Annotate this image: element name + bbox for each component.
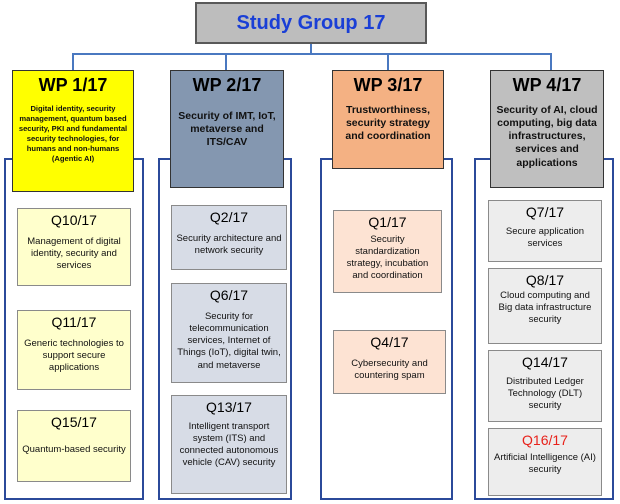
question-desc: Quantum-based security (22, 444, 126, 455)
wp2-title: WP 2/17 (192, 75, 262, 95)
wp4-box: WP 4/17 Security of AI, cloud computing,… (490, 70, 604, 188)
question-title: Q8/17 (525, 272, 565, 288)
wp3-connector (387, 53, 389, 70)
question-box-q14: Q14/17 Distributed Ledger Technology (DL… (488, 350, 602, 422)
question-box-q11: Q11/17 Generic technologies to support s… (17, 310, 131, 390)
study-group-title: Study Group 17 (195, 2, 427, 44)
question-desc: Security for telecommunication services,… (177, 311, 281, 371)
question-title: Q11/17 (51, 314, 97, 330)
question-desc: Management of digital identity, security… (27, 236, 121, 272)
question-box-q2: Q2/17 Security architecture and network … (171, 205, 287, 270)
wp2-box: WP 2/17 Security of IMT, IoT, metaverse … (170, 70, 284, 188)
question-box-q6: Q6/17 Security for telecommunication ser… (171, 283, 287, 383)
question-title: Q14/17 (522, 354, 568, 370)
question-title: Q4/17 (370, 334, 409, 350)
wp1-box: WP 1/17 Digital identity, security manag… (12, 70, 134, 192)
question-desc: Generic technologies to support secure a… (24, 338, 124, 374)
question-title: Q1/17 (368, 214, 407, 230)
question-desc: Secure application services (505, 226, 585, 250)
question-box-q7: Q7/17 Secure application services (488, 200, 602, 262)
wp4-desc: Security of AI, cloud computing, big dat… (496, 104, 598, 169)
wp2-connector (225, 53, 227, 70)
study-group-label: Study Group 17 (236, 11, 386, 34)
question-title: Q10/17 (51, 212, 97, 228)
question-title: Q13/17 (206, 399, 252, 415)
wp-connector-bar (72, 53, 550, 55)
question-box-q1: Q1/17 Security standardization strategy,… (333, 210, 442, 293)
question-desc: Cloud computing and Big data infrastruct… (498, 290, 592, 326)
question-box-q15: Q15/17 Quantum-based security (17, 410, 131, 482)
question-box-q10: Q10/17 Management of digital identity, s… (17, 208, 131, 286)
wp1-connector (72, 53, 74, 70)
wp3-box: WP 3/17 Trustworthiness, security strate… (332, 70, 444, 169)
wp3-desc: Trustworthiness, security strategy and c… (345, 104, 431, 143)
wp3-title: WP 3/17 (353, 75, 423, 95)
question-box-q4: Q4/17 Cybersecurity and countering spam (333, 330, 446, 394)
wp1-desc: Digital identity, security management, q… (18, 104, 128, 164)
wp4-connector (550, 53, 552, 70)
wp1-title: WP 1/17 (38, 75, 108, 95)
question-desc: Security standardization strategy, incub… (346, 234, 429, 282)
question-title: Q7/17 (525, 204, 565, 220)
question-title: Q6/17 (209, 287, 249, 303)
question-title: Q15/17 (51, 414, 97, 430)
question-title: Q16/17 (522, 432, 568, 448)
root-connector (310, 44, 312, 54)
question-desc: Artificial Intelligence (AI) security (494, 452, 596, 476)
question-title: Q2/17 (209, 209, 249, 225)
question-desc: Security architecture and network securi… (176, 233, 282, 257)
question-desc: Intelligent transport system (ITS) and c… (179, 421, 279, 469)
wp2-desc: Security of IMT, IoT, metaverse and ITS/… (178, 110, 276, 149)
question-desc: Distributed Ledger Technology (DLT) secu… (506, 376, 584, 412)
question-desc: Cybersecurity and countering spam (351, 358, 428, 382)
question-box-q8: Q8/17 Cloud computing and Big data infra… (488, 268, 602, 344)
wp4-title: WP 4/17 (512, 75, 582, 95)
question-box-q13: Q13/17 Intelligent transport system (ITS… (171, 395, 287, 494)
question-box-q16: Q16/17 Artificial Intelligence (AI) secu… (488, 428, 602, 496)
